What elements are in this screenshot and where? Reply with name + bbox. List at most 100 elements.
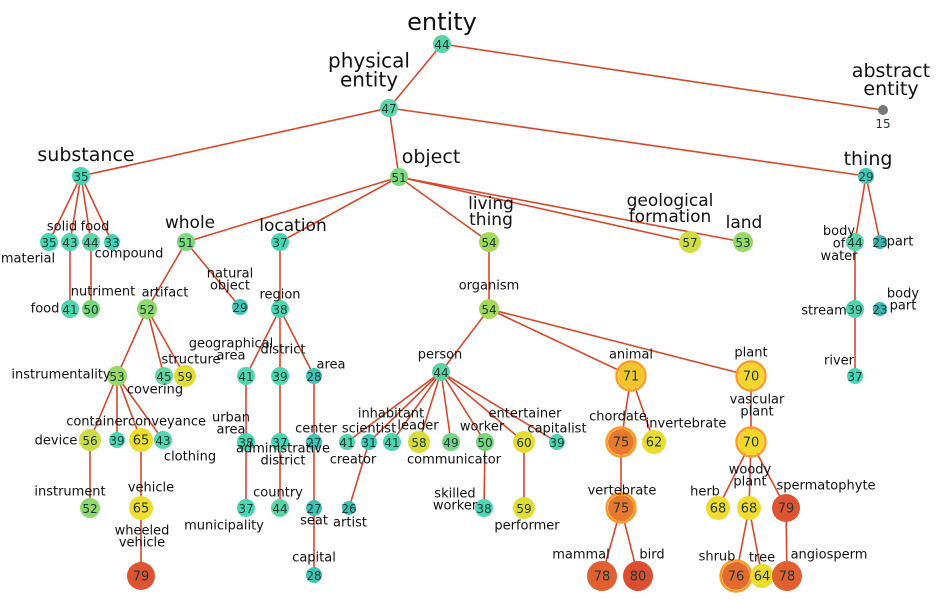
node-capital[interactable]: 28: [306, 567, 322, 583]
node-label-chordate: chordate: [589, 410, 647, 425]
node-vertebrate[interactable]: 75: [605, 492, 637, 524]
edge-organism-plant: [488, 308, 752, 377]
node-stream[interactable]: 39: [846, 300, 864, 318]
node-food2[interactable]: 41: [61, 300, 79, 318]
node-label-region: region: [259, 288, 300, 303]
node-river[interactable]: 37: [847, 368, 863, 384]
node-thing[interactable]: 29: [858, 168, 874, 184]
node-urban-area[interactable]: 38: [237, 433, 255, 451]
node-administrative-district[interactable]: 37: [271, 433, 289, 451]
node-invertebrate[interactable]: 62: [642, 430, 666, 454]
node-scientist[interactable]: 41: [339, 434, 355, 450]
edge-object-location: [279, 176, 400, 243]
node-material[interactable]: 35: [40, 233, 58, 251]
node-shrub[interactable]: 76: [719, 559, 753, 593]
node-label-food: food: [81, 220, 110, 235]
node-living-thing[interactable]: 54: [479, 232, 499, 252]
node-organism[interactable]: 54: [479, 299, 499, 319]
node-tree[interactable]: 64: [750, 564, 774, 588]
node-body-part-2[interactable]: 23: [872, 302, 888, 317]
node-angiosperm[interactable]: 78: [772, 561, 802, 591]
node-geological-formation[interactable]: 57: [679, 231, 701, 253]
node-municipality[interactable]: 37: [237, 499, 255, 517]
node-spermatophyte[interactable]: 79: [772, 494, 800, 522]
node-person[interactable]: 44: [432, 363, 450, 381]
node-structure[interactable]: 59: [174, 365, 196, 387]
node-animal[interactable]: 71: [615, 360, 647, 392]
node-leader[interactable]: 58: [408, 431, 430, 453]
node-area[interactable]: 28: [306, 368, 322, 384]
node-object[interactable]: 51: [390, 168, 408, 186]
node-geographical-area[interactable]: 41: [237, 367, 255, 385]
node-location[interactable]: 37: [271, 233, 289, 251]
node-performer[interactable]: 59: [513, 497, 535, 519]
node-label-material: material: [1, 252, 55, 267]
node-herb[interactable]: 68: [706, 496, 730, 520]
node-physical-entity[interactable]: 47: [380, 99, 398, 117]
node-value: 39: [109, 434, 124, 448]
node-skilled-worker[interactable]: 38: [475, 499, 493, 517]
node-ring: [735, 360, 767, 392]
node-compound[interactable]: 33: [104, 234, 120, 250]
node-communicator[interactable]: 49: [442, 433, 460, 451]
node-seat[interactable]: 27: [306, 500, 322, 516]
node-abstract-entity[interactable]: 15: [875, 105, 891, 131]
node-container[interactable]: 39: [109, 432, 125, 448]
node-entity[interactable]: 44: [433, 35, 451, 53]
node-entertainer[interactable]: 60: [513, 431, 535, 453]
node-value: 57: [682, 236, 697, 250]
node-country[interactable]: 44: [271, 499, 289, 517]
node-label-food2: food: [31, 302, 60, 317]
node-value: 27: [306, 502, 321, 516]
node-chordate[interactable]: 75: [605, 426, 637, 458]
edge-artifact-instrumentality: [116, 308, 148, 377]
node-plant[interactable]: 70: [735, 360, 767, 392]
node-body-part[interactable]: 23: [872, 235, 888, 250]
node-vehicle[interactable]: 65: [129, 496, 153, 520]
node-mammal[interactable]: 78: [587, 561, 617, 591]
node-label-vertebrate: vertebrate: [588, 484, 657, 499]
node-bird[interactable]: 80: [623, 561, 653, 591]
node-natural-object[interactable]: 29: [232, 299, 248, 315]
node-value: 62: [646, 436, 663, 451]
node-circle: [177, 233, 195, 251]
node-land[interactable]: 53: [733, 232, 753, 252]
node-center[interactable]: 27: [306, 434, 322, 450]
node-label-angiosperm: angiosperm: [791, 548, 868, 563]
node-circle: [129, 496, 153, 520]
node-substance[interactable]: 35: [72, 167, 90, 185]
node-artifact[interactable]: 52: [137, 299, 157, 319]
node-whole[interactable]: 51: [177, 233, 195, 251]
node-district[interactable]: 39: [271, 367, 289, 385]
node-circle: [858, 168, 874, 184]
node-device[interactable]: 56: [79, 429, 101, 451]
node-conveyance[interactable]: 65: [129, 428, 153, 452]
node-label-substance: substance: [37, 144, 134, 166]
node-instrumentality[interactable]: 53: [107, 366, 127, 386]
node-inhabitant[interactable]: 41: [383, 433, 401, 451]
node-covering[interactable]: 45: [155, 367, 173, 385]
node-wheeled-vehicle[interactable]: 79: [127, 562, 155, 590]
node-label-artist: artist: [333, 516, 367, 531]
node-body-of-water[interactable]: 44: [846, 233, 864, 251]
edge-person-worker: [440, 371, 486, 443]
node-nutriment[interactable]: 50: [82, 300, 100, 318]
node-clothing[interactable]: 43: [154, 431, 172, 449]
node-worker[interactable]: 50: [476, 433, 494, 451]
node-label-plant: plant: [734, 346, 767, 361]
node-artist[interactable]: 26: [341, 501, 357, 516]
node-circle: [237, 499, 255, 517]
node-creator[interactable]: 31: [361, 434, 377, 450]
node-region[interactable]: 38: [271, 300, 289, 318]
node-instrument[interactable]: 52: [80, 498, 100, 518]
node-value: 45: [156, 370, 171, 384]
node-solid[interactable]: 43: [61, 233, 79, 251]
node-woody-plant[interactable]: 68: [737, 496, 761, 520]
node-food[interactable]: 44: [82, 233, 100, 251]
node-vascular-plant[interactable]: 70: [735, 426, 767, 458]
node-value: 41: [384, 436, 399, 450]
node-capitalist[interactable]: 39: [549, 434, 565, 450]
